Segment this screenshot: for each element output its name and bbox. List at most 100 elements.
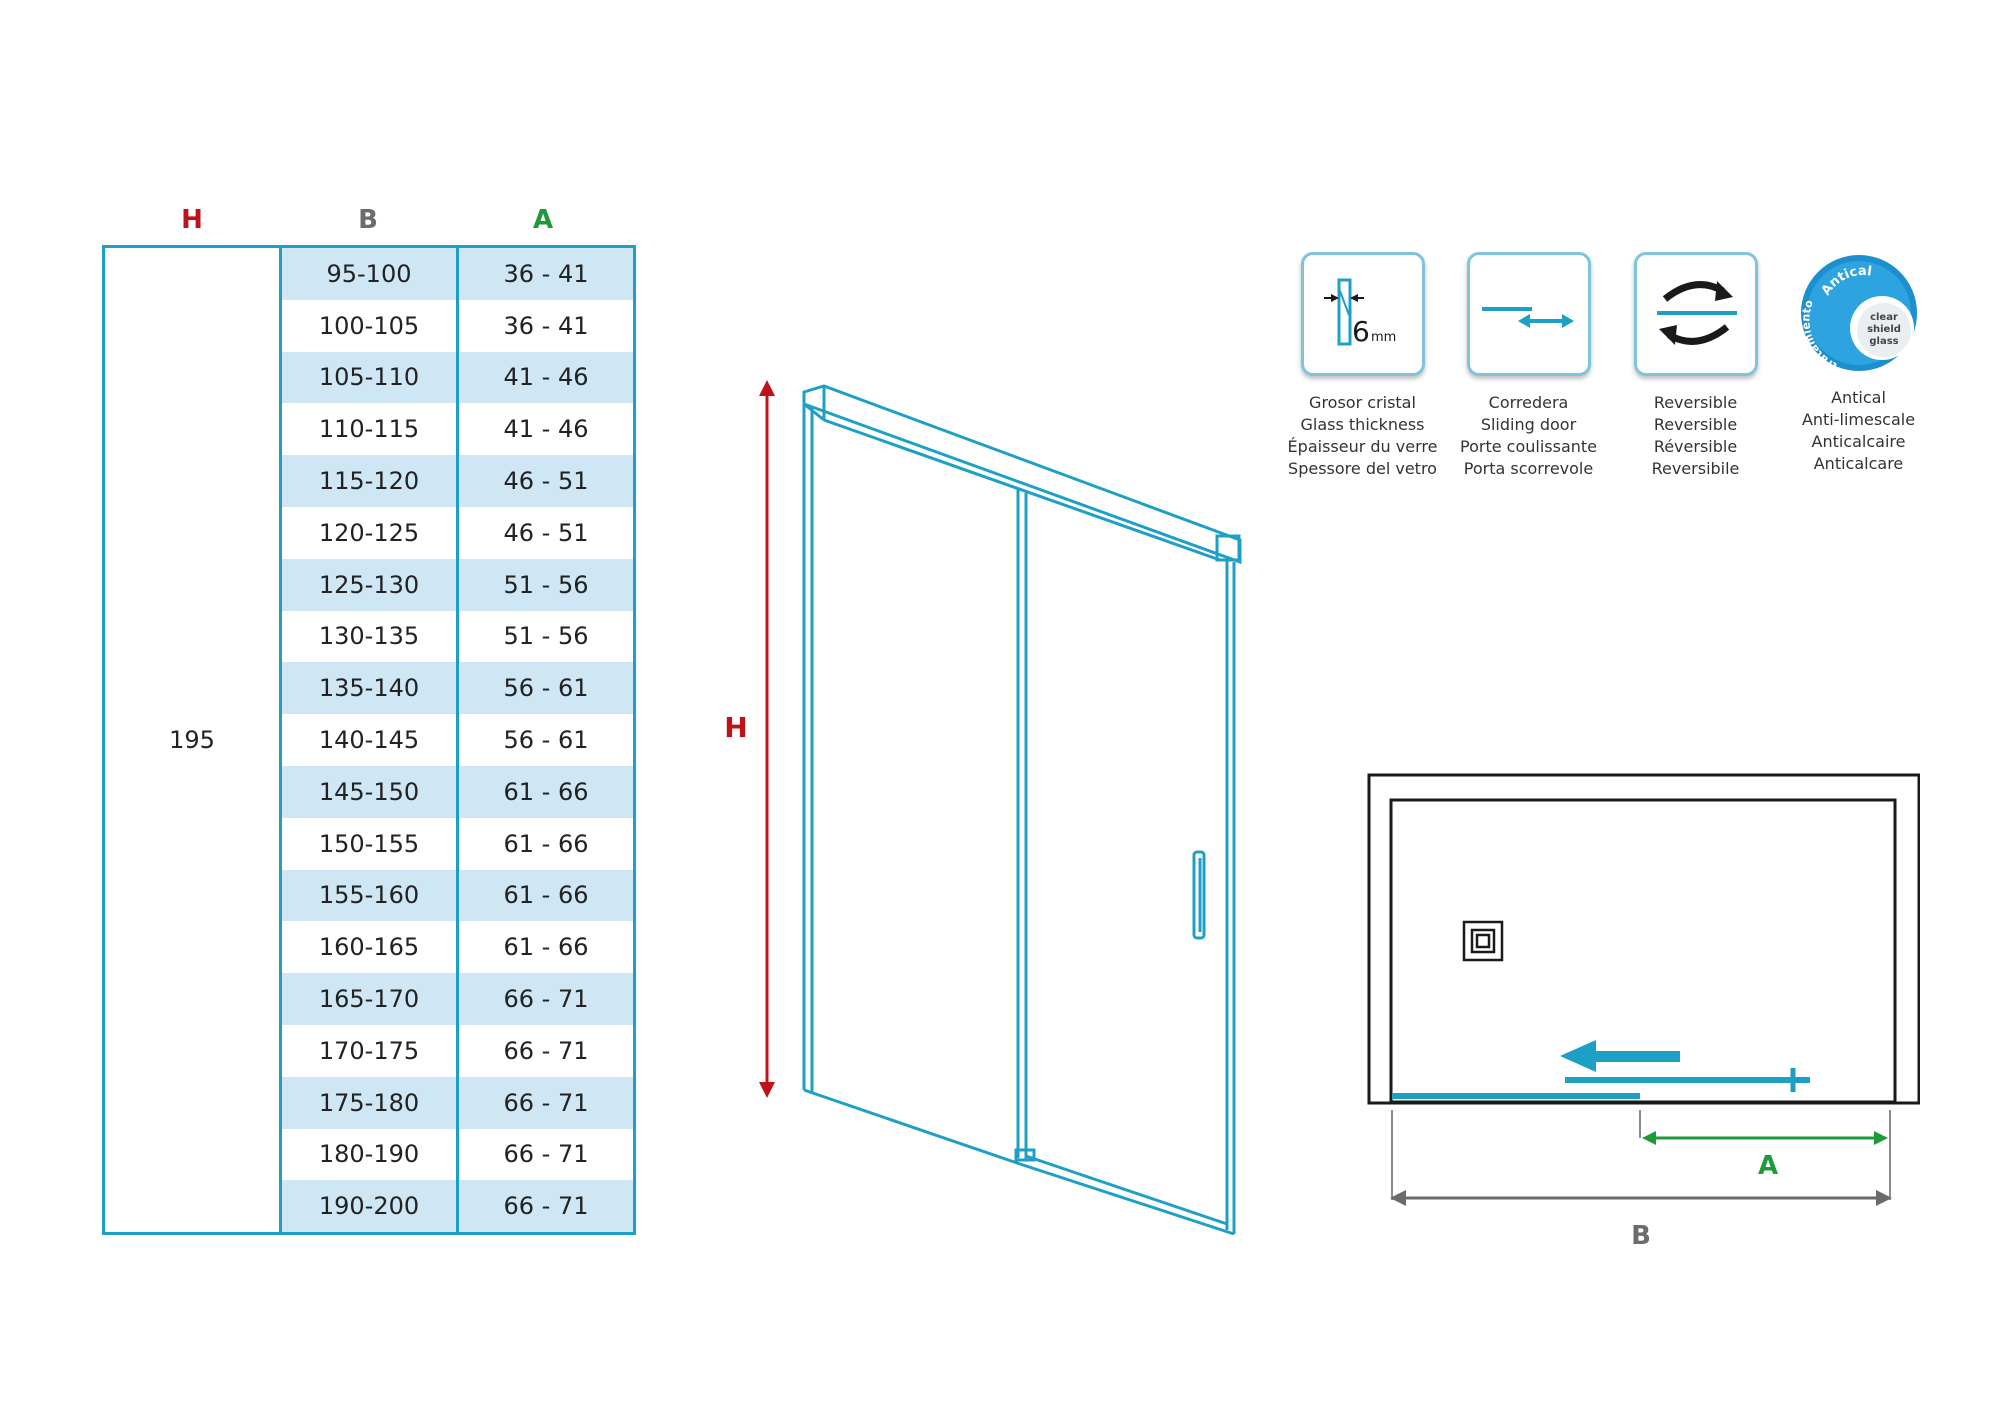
h-value-cell: 195 — [103, 246, 282, 1234]
table-row: 120-125 46 - 51 — [104, 506, 635, 559]
feature-caption-line: Glass thickness — [1300, 415, 1425, 434]
feature-caption-line: Porte coulissante — [1460, 437, 1597, 456]
b-range-cell: 180-190 — [280, 1128, 459, 1181]
b-range-cell: 170-175 — [280, 1024, 459, 1077]
b-range-cell: 125-130 — [280, 558, 459, 611]
b-range-cell: 95-100 — [280, 246, 459, 300]
table-row: 130-135 51 - 56 — [104, 610, 635, 663]
feature-caption-line: Épaisseur du verre — [1287, 437, 1438, 456]
b-range-cell: 115-120 — [280, 455, 459, 507]
plan-diagram: A B — [1367, 773, 1920, 1251]
a-label: A — [1758, 1151, 1778, 1181]
feature-sliding-door: Corredera Sliding door Porte coulissante… — [1441, 252, 1616, 480]
a-range-cell: 41 - 46 — [503, 415, 589, 444]
table-row: 110-115 41 - 46 — [104, 403, 635, 456]
a-range-cell: 61 - 66 — [457, 765, 635, 818]
a-range-cell: 66 - 71 — [503, 1036, 589, 1065]
a-range-cell: 66 - 71 — [503, 1140, 589, 1169]
table-row: 180-190 66 - 71 — [104, 1128, 635, 1181]
feature-caption-line: Antical — [1831, 388, 1886, 407]
a-range-cell: 66 - 71 — [457, 973, 635, 1025]
feature-caption-line: Spessore del vetro — [1288, 459, 1437, 478]
feature-caption-line: Anti-limescale — [1801, 410, 1916, 429]
column-header-a: A — [532, 205, 554, 235]
table-row: 170-175 66 - 71 — [104, 1024, 635, 1077]
feature-caption-line: Reversible — [1653, 393, 1738, 412]
a-range-cell: 66 - 71 — [457, 1076, 635, 1129]
b-range-cell: 155-160 — [280, 869, 459, 922]
b-range-cell: 160-165 — [280, 921, 459, 974]
slide-direction-arrow — [1560, 1040, 1680, 1072]
a-range-cell: 51 - 56 — [503, 622, 589, 651]
a-range-cell: 46 - 51 — [503, 518, 589, 547]
height-label: H — [724, 711, 747, 744]
antical-badge-icon: Antical tratamiento clear shield glass — [1798, 252, 1920, 374]
feature-reversible: Reversible Reversible Réversible Reversi… — [1608, 252, 1783, 480]
feature-caption-line: Anticalcaire — [1811, 432, 1906, 451]
table-row: 150-155 61 - 66 — [104, 817, 635, 870]
b-range-cell: 100-105 — [280, 299, 459, 352]
b-label: B — [1631, 1221, 1651, 1251]
a-range-cell: 66 - 71 — [457, 1180, 635, 1234]
feature-caption-line: Reversibile — [1651, 459, 1740, 478]
b-range-cell: 135-140 — [280, 662, 459, 715]
door-diagram: H — [724, 380, 1242, 1236]
a-range-cell: 61 - 66 — [503, 829, 589, 858]
feature-caption-line: Réversible — [1653, 437, 1738, 456]
feature-glass-thickness: 6 mm Grosor cristal Glass thickness Épai… — [1275, 252, 1450, 480]
b-range-cell: 105-110 — [280, 351, 459, 404]
column-header-h: H — [181, 205, 203, 235]
glass-thickness-value: 6 — [1352, 315, 1370, 348]
b-range-cell: 120-125 — [280, 506, 459, 559]
a-range-cell: 61 - 66 — [457, 869, 635, 922]
height-dimension-arrow — [759, 380, 775, 1098]
antical-badge-inner: clear — [1870, 312, 1898, 323]
table-row: 140-145 56 - 61 — [104, 714, 635, 766]
a-range-cell: 46 - 51 — [457, 455, 635, 507]
a-range-cell: 36 - 41 — [503, 311, 589, 340]
feature-caption-line: Reversible — [1653, 415, 1738, 434]
table-row: 160-165 61 - 66 — [104, 921, 635, 974]
feature-caption-line: Corredera — [1488, 393, 1569, 412]
drain-icon — [1462, 920, 1504, 962]
b-range-cell: 190-200 — [280, 1180, 459, 1234]
a-range-cell: 51 - 56 — [457, 558, 635, 611]
door-frame — [802, 384, 1242, 1236]
b-range-cell: 175-180 — [280, 1076, 459, 1129]
feature-caption-line: Anticalcare — [1813, 454, 1904, 473]
a-dimension-arrow — [1642, 1131, 1888, 1145]
b-range-cell: 140-145 — [280, 714, 459, 766]
b-dimension-arrow — [1390, 1190, 1892, 1206]
b-range-cell: 130-135 — [280, 610, 459, 663]
a-range-cell: 56 - 61 — [457, 662, 635, 715]
glass-thickness-icon: 6 mm — [1300, 252, 1425, 376]
b-range-cell: 150-155 — [280, 817, 459, 870]
feature-caption-line: Porta scorrevole — [1463, 459, 1594, 478]
antical-badge-inner: shield — [1867, 324, 1901, 335]
a-range-cell: 56 - 61 — [503, 726, 589, 755]
table-row: 100-105 36 - 41 — [104, 299, 635, 352]
feature-caption-line: Sliding door — [1480, 415, 1577, 434]
a-range-cell: 61 - 66 — [503, 933, 589, 962]
shower-tray-outline — [1367, 773, 1920, 1105]
glass-thickness-unit: mm — [1371, 330, 1396, 345]
a-range-cell: 36 - 41 — [457, 246, 635, 300]
column-header-b: B — [358, 205, 378, 235]
a-range-cell: 41 - 46 — [457, 351, 635, 404]
feature-caption-line: Grosor cristal — [1309, 393, 1416, 412]
b-range-cell: 110-115 — [280, 403, 459, 456]
antical-badge-inner: glass — [1869, 336, 1898, 347]
feature-antical: Antical tratamiento clear shield glass A… — [1771, 252, 1946, 475]
sliding-door-icon — [1466, 252, 1591, 376]
b-range-cell: 165-170 — [280, 973, 459, 1025]
